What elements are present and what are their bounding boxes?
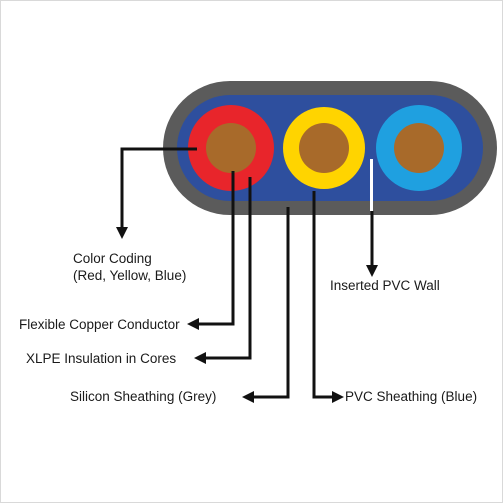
label-silicon-sheathing: Silicon Sheathing (Grey) — [70, 389, 217, 404]
label-flexible-copper-conductor: Flexible Copper Conductor — [19, 317, 180, 332]
red-core-copper — [206, 123, 256, 173]
label-color-coding-line1: Color Coding — [73, 251, 152, 266]
label-color-coding: Color Coding (Red, Yellow, Blue) — [73, 250, 186, 284]
leader-flexible-copper-conductor — [187, 171, 235, 330]
leader-color-coding — [116, 147, 197, 239]
label-xlpe-insulation: XLPE Insulation in Cores — [26, 351, 177, 366]
label-color-coding-line2: (Red, Yellow, Blue) — [73, 268, 187, 283]
leader-xlpe-insulation — [194, 177, 252, 364]
yellow-core-copper — [299, 123, 349, 173]
leader-silicon-sheathing — [242, 207, 290, 403]
label-pvc-sheathing: PVC Sheathing (Blue) — [345, 389, 478, 404]
inserted-pvc-wall — [370, 159, 373, 211]
blue-core-copper — [394, 123, 444, 173]
label-inserted-pvc-wall: Inserted PVC Wall — [330, 278, 440, 293]
leader-pvc-sheathing — [312, 191, 344, 403]
